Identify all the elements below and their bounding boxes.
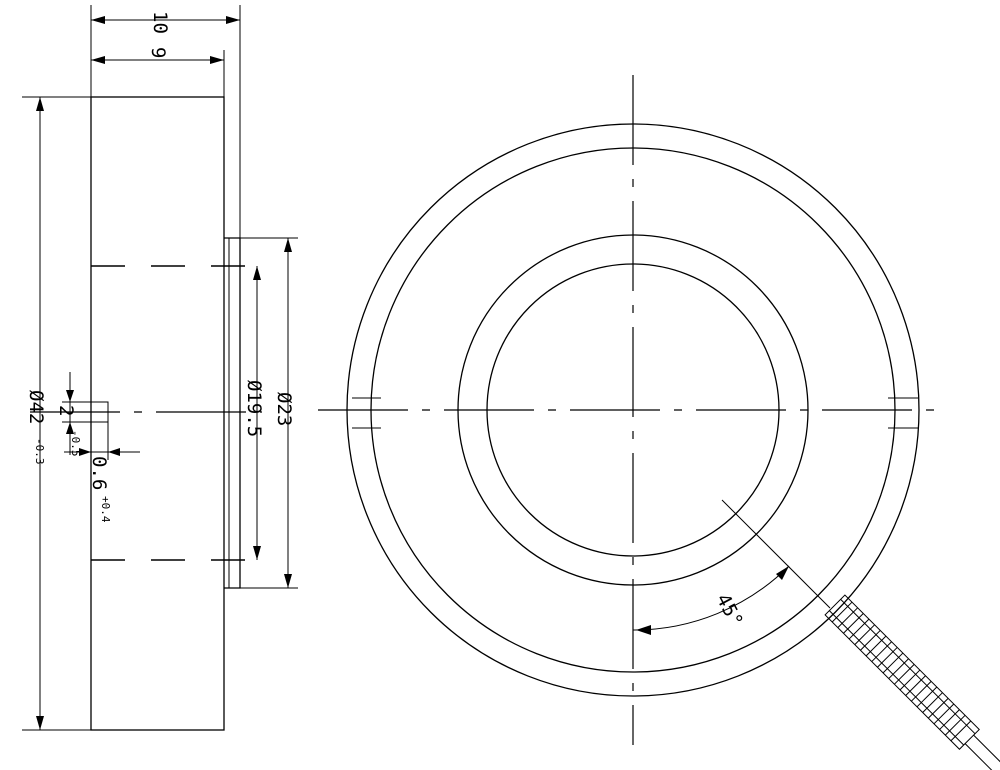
side-view-boss: [224, 237, 241, 589]
side-view-slot: [91, 401, 109, 423]
dim-cable-angle: 45°: [712, 590, 748, 631]
dim-slot-depth-tolerance: +0.4: [99, 496, 112, 523]
side-view-body: [90, 96, 225, 731]
side-view: 10 9 Ø42 -0.3 2 -0.5 0.6 +0.4: [22, 5, 298, 731]
dim-body-width: 9: [147, 47, 169, 58]
cable-angle-leader: [721, 499, 831, 609]
slot-notch-right: [888, 397, 918, 429]
cable-angle-arc: [632, 565, 790, 631]
cable-wire-upper: [973, 734, 1000, 770]
dim-slot-depth: 0.6: [88, 456, 110, 490]
slot-notch-left: [352, 397, 381, 429]
dim-outer-diameter-tolerance: -0.3: [33, 438, 46, 465]
dim-boss-diameter: Ø23: [273, 392, 295, 426]
cable-ribbing: [831, 601, 972, 742]
cable-assembly: [824, 594, 1000, 770]
dim-slot-width-tolerance: -0.5: [69, 430, 82, 457]
dim-outer-diameter: Ø42: [25, 390, 47, 424]
cable-strain-relief: [824, 594, 980, 750]
dim-slot-width: 2: [55, 405, 77, 416]
dim-overall-width: 10: [149, 11, 171, 34]
dim-bore-diameter: Ø19.5: [243, 380, 265, 437]
front-view: 45°: [318, 75, 1000, 770]
cable-wire-lower: [964, 743, 1000, 770]
